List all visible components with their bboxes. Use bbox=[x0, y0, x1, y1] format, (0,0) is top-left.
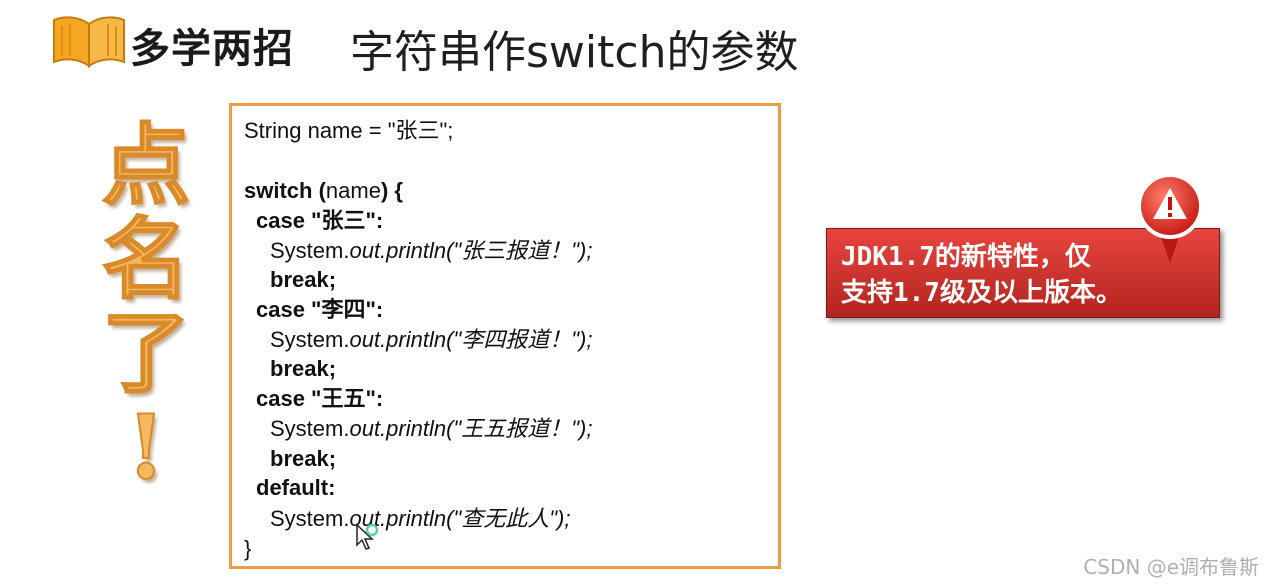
page-title: 字符串作switch的参数 bbox=[350, 27, 799, 78]
vertical-char: 了 bbox=[101, 301, 191, 405]
vertical-char: 名 bbox=[101, 207, 191, 311]
mouse-cursor-icon bbox=[356, 523, 379, 550]
code-text: System. bbox=[270, 238, 350, 263]
code-text: out.println("王五报道！"); bbox=[349, 416, 593, 441]
code-line: switch (name) { bbox=[244, 178, 403, 204]
code-line: System.out.println("王五报道！"); bbox=[270, 416, 592, 442]
code-block: String name = "张三"; switch (name) { case… bbox=[229, 103, 781, 569]
code-line: default: bbox=[256, 475, 336, 500]
code-line: case "王五": bbox=[256, 386, 384, 411]
code-line: System.out.println("李四报道！"); bbox=[270, 327, 592, 353]
logo: 多学两招 bbox=[50, 12, 330, 72]
warning-callout: JDK1.7的新特性，仅 支持1.7级及以上版本。 bbox=[826, 228, 1220, 318]
code-keyword: ) { bbox=[380, 178, 403, 203]
code-line: break; bbox=[270, 446, 337, 471]
vertical-char: 点 bbox=[101, 113, 191, 217]
code-text: out.println("张三报道！"); bbox=[349, 238, 593, 263]
logo-text: 多学两招 bbox=[130, 26, 294, 72]
code-line: case "张三": bbox=[256, 208, 384, 233]
code-text: name bbox=[325, 178, 381, 203]
book-icon bbox=[53, 16, 125, 68]
vertical-decor-text: 点 名 了 ! bbox=[96, 113, 196, 499]
code-line: } bbox=[244, 536, 252, 561]
code-line: case "李四": bbox=[256, 297, 384, 322]
vertical-char: ! bbox=[126, 395, 167, 499]
code-line: System.out.println("查无此人"); bbox=[270, 506, 570, 532]
code-keyword: switch ( bbox=[244, 178, 326, 203]
code-text: System. bbox=[270, 416, 350, 441]
code-line: String name = "张三"; bbox=[244, 118, 454, 143]
code-line: System.out.println("张三报道！"); bbox=[270, 238, 592, 264]
code-text: out.println("李四报道！"); bbox=[349, 327, 593, 352]
code-text: System. bbox=[270, 327, 350, 352]
callout-text: JDK1.7的新特性，仅 支持1.7级及以上版本。 bbox=[841, 242, 1122, 308]
warning-icon bbox=[1137, 173, 1203, 263]
watermark: CSDN @e调布鲁斯 bbox=[1083, 555, 1259, 579]
code-text: out.println("查无此人"); bbox=[349, 506, 571, 531]
code-line: break; bbox=[270, 267, 337, 292]
code-text: System. bbox=[270, 506, 350, 531]
code-line: break; bbox=[270, 356, 337, 381]
